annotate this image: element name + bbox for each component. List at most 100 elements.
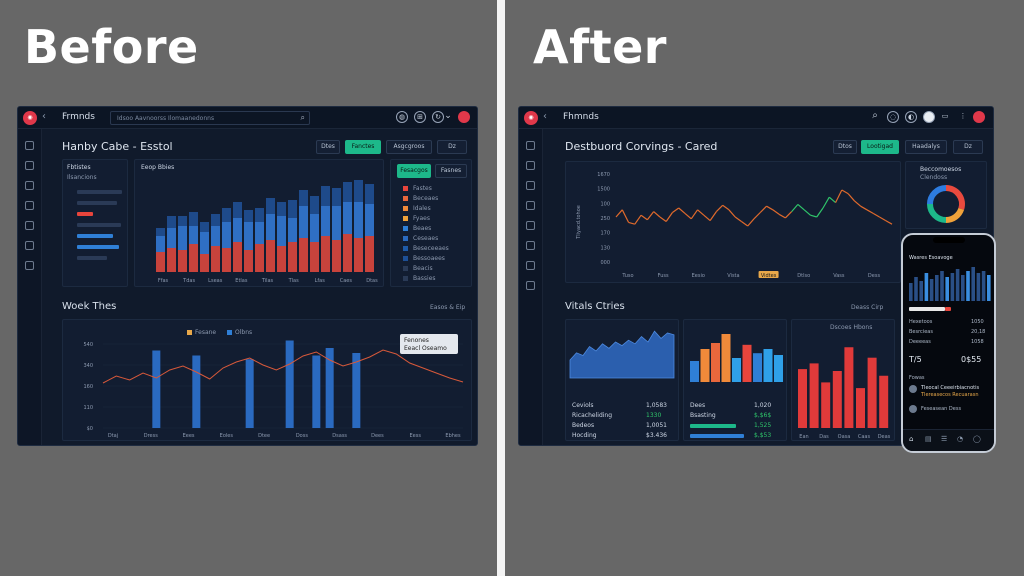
sidebar-item-reports-icon[interactable] [25,161,34,170]
phone-tab-list-icon[interactable]: ☰ [941,435,948,443]
back-icon[interactable]: ‹ [42,111,46,122]
legend-item[interactable]: Bessoaees [413,255,445,262]
search-icon[interactable]: ⌕ [300,113,305,122]
info-icon[interactable] [923,111,935,123]
legend-swatch [227,330,232,335]
legend-item[interactable]: Beaes [413,225,432,232]
phone-bar [976,273,981,301]
phone-tabbar: ⌂ ▤ ☰ ◔ ◯ [903,429,994,451]
vital-link[interactable]: Deass Cirp [851,304,884,311]
grid-icon[interactable]: ⊞ [414,111,426,123]
line-segment [791,204,799,212]
avatar[interactable] [458,111,470,123]
stacked-bar [156,236,165,252]
phone-feed-item[interactable]: Feseasean Dess [921,406,962,412]
line-segment [753,212,761,220]
sidebar-item-docs-icon[interactable] [25,181,34,190]
search-input[interactable]: Idsoo Aavnoorss Ilomaanedonns ⌕ [110,111,310,125]
primary-button[interactable]: Fanctes [345,140,381,154]
sidebar-item-layers-icon[interactable] [25,241,34,250]
sidebar-item-settings-icon[interactable] [25,261,34,270]
phone-feed-item[interactable]: Tlereasecos Recuarasn [921,392,979,398]
phone-progress [909,307,945,311]
phone-tab-chart-icon[interactable]: ▤ [925,435,932,443]
sidebar-item-settings-icon[interactable] [526,261,535,270]
legend-tab[interactable]: Fasnes [435,164,467,178]
stacked-bar [211,214,220,226]
phone-notch [933,237,965,243]
phone-tab-bell-icon[interactable]: ◔ [957,435,964,443]
refresh-icon[interactable]: ↻ [432,111,444,123]
legend-item[interactable]: Idales [413,205,431,212]
donut-slice [945,207,965,223]
phone-bar [929,279,934,301]
metric-bar [77,234,113,238]
metrics-subtitle: Ilsancions [67,174,97,181]
legend-item[interactable]: Beseceeaes [413,245,449,252]
search-icon[interactable]: ⌕ [872,110,878,121]
legend-item[interactable]: Fastes [413,185,432,192]
chat-icon[interactable]: ▭ [941,112,949,120]
legend-item[interactable]: Fyaes [413,215,430,222]
globe-icon[interactable]: ◍ [396,111,408,123]
theme-icon[interactable]: ◐ [905,111,917,123]
sidebar-item-users-icon[interactable] [526,221,535,230]
dates-button[interactable]: Dtes [316,140,340,154]
phone-feed-item[interactable]: Tleocal Ceeeirbiacnotis [921,385,980,391]
legend-item[interactable]: Bassies [413,275,436,282]
stacked-bar [332,206,341,240]
search-placeholder: Idsoo Aavnoorss Ilomaanedonns [117,115,215,122]
avatar[interactable] [973,111,985,123]
stat-label: Bsasting [690,412,716,419]
weekly-bar [245,359,254,428]
primary-button[interactable]: Lootigad [861,140,899,154]
dots-icon[interactable]: ⋮ [959,112,967,120]
legend-item[interactable]: Beceaes [413,195,439,202]
phone-tab-user-icon[interactable]: ◯ [973,435,981,443]
sidebar-item-help-icon[interactable] [526,281,535,290]
metrics-title: Fbtistes [67,164,91,171]
mixed-bar-chart [690,334,783,382]
stat-label: Hocding [572,432,597,439]
legend-item[interactable]: Ceseaes [413,235,439,242]
panel-legend: Dscoes Hbons [830,324,873,331]
dates-button[interactable]: Dtos [833,140,857,154]
phone-bar [966,271,970,301]
line-segment [816,207,824,218]
export-button[interactable]: Dz [437,140,467,154]
stacked-bar [343,202,352,234]
back-icon[interactable]: ‹ [543,111,547,122]
x-tick-label: Dtaj [108,433,118,439]
x-tick-label: Tilas [261,278,274,284]
phone-avatar [909,405,917,413]
x-tick-label: Tlas [288,278,300,284]
app-logo[interactable]: ◉ [524,111,538,125]
sidebar-item-layers-icon[interactable] [526,241,535,250]
chevron-icon[interactable]: ⌄ [444,111,452,121]
weekly-link[interactable]: Easos & Eip [430,304,466,311]
export-button[interactable]: Dz [953,140,983,154]
sidebar-item-docs-icon[interactable] [526,181,535,190]
sidebar-item-files-icon[interactable] [526,201,535,210]
x-tick-label: Vass [833,273,845,279]
sidebar-item-reports-icon[interactable] [526,161,535,170]
phone-bar [981,271,986,301]
legend-item[interactable]: Beacis [413,265,433,272]
x-tick-label: Eess [409,433,421,439]
app-logo[interactable]: ◉ [23,111,37,125]
line-segment [615,209,623,218]
groups-button[interactable]: Haadalys [905,140,947,154]
sidebar-item-home-icon[interactable] [25,141,34,150]
sidebar-item-users-icon[interactable] [25,221,34,230]
x-tick-label: Dsass [332,433,347,439]
phone-tab-home-icon[interactable]: ⌂ [909,435,914,443]
y-tick-label: 160 [83,384,93,390]
legend-tab-active[interactable]: Fesacgos [397,164,431,178]
stacked-bar [299,238,308,272]
groups-button[interactable]: Asgcgroos [386,140,432,154]
metric-bar [77,223,121,227]
sidebar-item-home-icon[interactable] [526,141,535,150]
sidebar-item-files-icon[interactable] [25,201,34,210]
pin-icon[interactable]: ◌ [887,111,899,123]
